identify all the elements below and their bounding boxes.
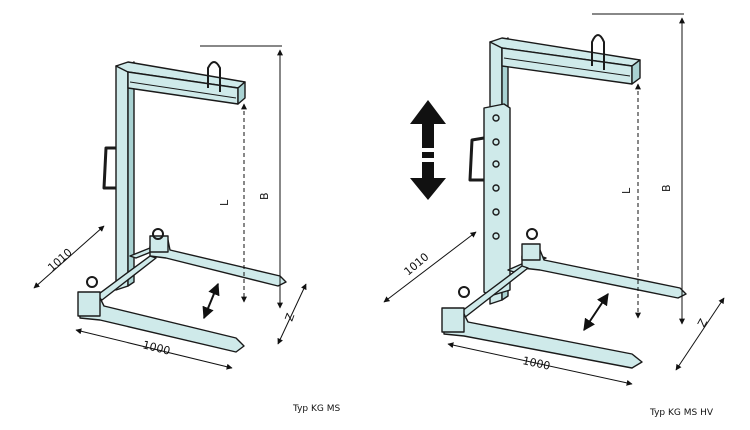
right-lifting-eye bbox=[591, 34, 605, 70]
right-handle bbox=[468, 136, 485, 182]
left-adjust-arrow bbox=[202, 282, 220, 320]
right-label-width: 1010 bbox=[402, 250, 432, 278]
left-fork-drawing bbox=[77, 61, 287, 353]
left-mast bbox=[115, 65, 129, 291]
right-label-length: 1000 bbox=[521, 354, 551, 373]
right-slide-sleeve bbox=[483, 103, 511, 297]
right-adjust-arrow bbox=[583, 293, 609, 331]
left-caption: Typ KG MS bbox=[293, 404, 341, 414]
right-fork-drawing bbox=[441, 34, 687, 369]
left-label-width: 1010 bbox=[45, 246, 75, 274]
right-dimension-lines bbox=[383, 13, 725, 386]
right-back-fork bbox=[521, 249, 687, 299]
left-label-Z: Z bbox=[283, 311, 298, 323]
right-label-Z: Z bbox=[695, 316, 710, 329]
left-handle bbox=[102, 146, 116, 190]
right-label-B: B bbox=[660, 184, 673, 192]
left-lifting-eye bbox=[207, 61, 221, 92]
left-label-B: B bbox=[258, 192, 271, 200]
right-caption: Typ KG MS HV bbox=[650, 408, 713, 418]
height-adjust-arrow bbox=[410, 100, 446, 200]
left-label-length: 1000 bbox=[141, 338, 171, 357]
left-label-L: L bbox=[218, 199, 231, 206]
left-back-fork bbox=[149, 239, 287, 287]
right-label-L: L bbox=[620, 187, 633, 194]
left-dimension-lines bbox=[33, 45, 307, 370]
